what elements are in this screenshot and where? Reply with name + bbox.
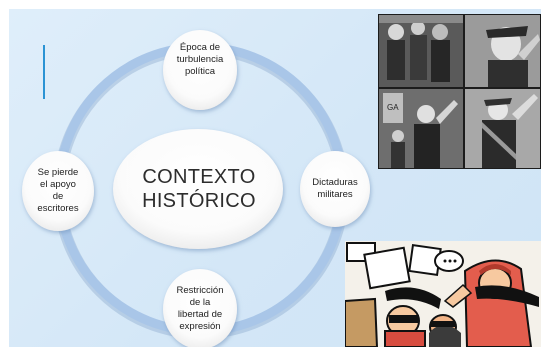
cycle-diagram [22,30,370,347]
node-left-label: Se pierde el apoyo de escritores [23,167,93,215]
node-top-label: Época de turbulencia política [165,42,235,78]
military-photo: GA [378,14,541,169]
center-node [113,129,283,249]
node-left-line: Se pierde [37,167,79,178]
node-top-bubble [163,30,237,110]
node-left-bubble [22,151,94,231]
military-photo-collage: GA [378,14,541,169]
node-left-line: escritores [37,203,79,214]
node-bottom-bubble [163,269,237,347]
node-top-line: política [184,66,216,77]
center-label-line2: HISTÓRICO [142,190,256,212]
node-bottom-label: Restricción de la libertad de expresión [165,285,235,333]
accent-bar [43,45,45,99]
censorship-cartoon [345,241,541,347]
center-label-line1: CONTEXTO [142,166,256,188]
slide-canvas: CONTEXTO HISTÓRICO Época de turbulencia … [9,9,541,347]
node-bottom-line: libertad de [177,309,223,320]
node-right-line: militares [317,189,353,200]
node-bottom-line: de la [189,297,211,308]
node-top-line: turbulencia [176,54,224,65]
center-label: CONTEXTO HISTÓRICO [129,165,269,213]
node-right-label: Dictaduras militares [301,177,369,201]
node-bottom-line: Restricción [176,285,224,296]
node-left-line: el apoyo [40,179,76,190]
node-bottom-line: expresión [179,321,221,332]
svg-text:GA: GA [387,103,399,112]
node-right-line: Dictaduras [312,177,358,188]
node-right-bubble [300,151,370,227]
censorship-illustration [345,241,541,347]
node-top-line: Época de [179,42,221,53]
node-left-line: de [52,191,64,202]
